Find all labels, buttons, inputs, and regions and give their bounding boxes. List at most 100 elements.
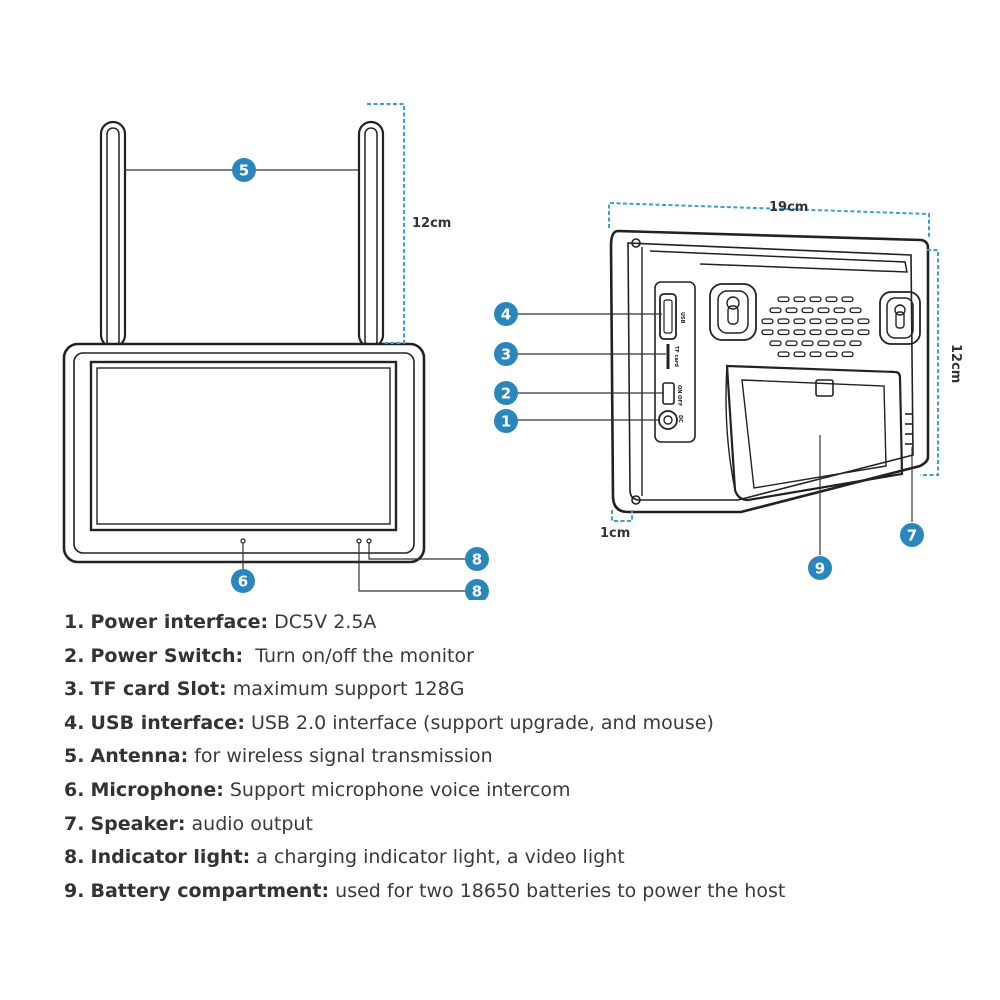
legend-description: USB 2.0 interface (support upgrade, and … <box>250 711 714 734</box>
vent-slot <box>801 307 814 314</box>
wall-mount-right <box>879 291 921 345</box>
legend-item: 3. TF card Slot: maximum support 128G <box>64 673 964 707</box>
legend-item: 1. Power interface: DC5V 2.5A <box>64 606 964 640</box>
antenna-height-label: 12cm <box>412 216 451 231</box>
svg-text:3: 3 <box>501 346 511 364</box>
vent-slot <box>857 329 870 336</box>
legend-number: 2. <box>64 644 85 667</box>
vent-slot <box>777 329 790 336</box>
width-dimension <box>608 201 930 238</box>
legend-number: 9. <box>64 879 85 902</box>
legend-term: Microphone: <box>90 778 224 801</box>
callout-5: 5 <box>232 158 256 182</box>
monitor-screen <box>89 360 398 532</box>
vent-slot <box>833 307 846 314</box>
callout-8-bottom: 8 <box>465 579 489 600</box>
vent-slot <box>825 351 838 358</box>
svg-text:4: 4 <box>501 306 511 324</box>
vent-slot <box>841 329 854 336</box>
vent-slot <box>841 296 854 303</box>
legend-item: 4. USB interface: USB 2.0 interface (sup… <box>64 707 964 741</box>
legend-number: 8. <box>64 846 85 869</box>
antenna-left <box>99 120 127 349</box>
vent-slot <box>825 329 838 336</box>
legend-description: DC5V 2.5A <box>274 611 377 633</box>
vent-slot <box>769 340 782 347</box>
legend-term: Power interface: <box>90 611 269 633</box>
vent-slot <box>857 318 870 325</box>
vent-slot <box>801 340 814 347</box>
depth-label: 1cm <box>600 526 630 541</box>
vent-slot <box>777 296 790 303</box>
callout-3: 3 <box>494 342 518 366</box>
legend-term: Speaker: <box>90 812 186 835</box>
legend-term: Antenna: <box>90 745 189 768</box>
product-diagram: 12cm <box>62 103 963 600</box>
callout-6: 6 <box>231 569 255 593</box>
vent-slot <box>793 296 806 303</box>
vent-slot <box>809 296 822 303</box>
legend-item: 6. Microphone: Support microphone voice … <box>64 774 964 808</box>
vent-slot <box>809 351 822 358</box>
legend-description: Turn on/off the monitor <box>255 644 474 667</box>
vent-slot <box>793 318 806 325</box>
antenna-height-dimension <box>367 103 405 344</box>
tf-card-label: TF card <box>673 346 679 367</box>
legend-number: 3. <box>64 678 85 701</box>
width-label: 19cm <box>769 200 808 215</box>
callout-7: 7 <box>900 523 924 547</box>
switch-label: ON OFF <box>676 385 682 406</box>
vent-grille <box>761 296 870 358</box>
vent-slot <box>825 318 838 325</box>
vent-slot <box>761 329 774 336</box>
vent-slot <box>769 307 782 314</box>
vent-slot <box>793 329 806 336</box>
svg-text:7: 7 <box>907 527 917 545</box>
callout-8-top: 8 <box>465 547 489 571</box>
front-view <box>62 120 426 564</box>
svg-text:6: 6 <box>238 573 248 591</box>
legend-number: 6. <box>64 778 85 801</box>
vent-slot <box>817 307 830 314</box>
speaker-grille <box>905 413 912 445</box>
vent-slot <box>841 318 854 325</box>
usb-port <box>659 293 677 340</box>
usb-port-label: USB <box>679 312 685 324</box>
legend-item: 2. Power Switch: Turn on/off the monitor <box>64 640 964 674</box>
battery-latch <box>815 379 834 397</box>
svg-text:1: 1 <box>501 413 511 431</box>
legend-number: 1. <box>64 611 85 633</box>
height-dimension <box>920 249 939 476</box>
legend-term: USB interface: <box>90 711 245 734</box>
callout-9: 9 <box>808 556 832 580</box>
legend-description: a charging indicator light, a video ligh… <box>256 846 625 869</box>
svg-text:8: 8 <box>472 583 482 601</box>
callout-badges: 5 6 8 8 4 3 2 1 9 7 <box>231 158 924 600</box>
svg-text:5: 5 <box>239 162 249 180</box>
legend-description: audio output <box>191 812 313 835</box>
legend-item: 7. Speaker: audio output <box>64 808 964 842</box>
legend-item: 5. Antenna: for wireless signal transmis… <box>64 740 964 774</box>
vent-slot <box>849 307 862 314</box>
monitor-front-bezel <box>62 342 426 564</box>
legend-number: 7. <box>64 812 85 835</box>
legend-description: maximum support 128G <box>232 678 465 701</box>
callout-4: 4 <box>494 302 518 326</box>
legend-item: 9. Battery compartment: used for two 186… <box>64 875 964 909</box>
vent-slot <box>785 307 798 314</box>
svg-text:8: 8 <box>472 551 482 569</box>
legend-description: for wireless signal transmission <box>194 745 493 768</box>
vent-slot <box>793 351 806 358</box>
back-view <box>609 229 930 514</box>
vent-slot <box>833 340 846 347</box>
callout-1: 1 <box>494 409 518 433</box>
port-panel <box>654 281 696 443</box>
legend-term: TF card Slot: <box>90 678 227 701</box>
vent-slot <box>761 318 774 325</box>
vent-slot <box>817 340 830 347</box>
vent-slot <box>849 340 862 347</box>
legend-description: used for two 18650 batteries to power th… <box>335 879 786 902</box>
callout-2: 2 <box>494 381 518 405</box>
vent-slot <box>809 318 822 325</box>
vent-slot <box>785 340 798 347</box>
